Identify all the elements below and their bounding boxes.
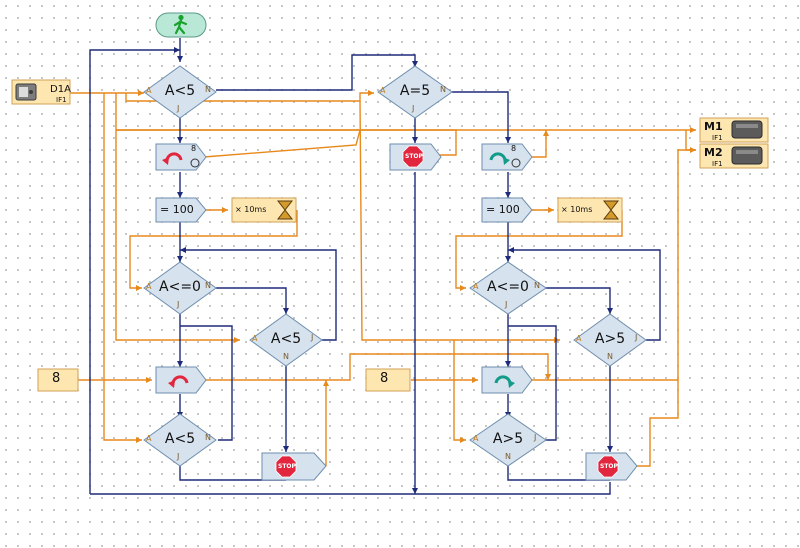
- branch-a-lt-5-bottom[interactable]: [143, 413, 217, 467]
- motor-m1-block[interactable]: [699, 117, 769, 143]
- motor-speed: 8: [511, 144, 517, 153]
- branch-label: A<5: [270, 331, 302, 347]
- input-interface: IF1: [56, 96, 67, 104]
- assignment-label: = 100: [160, 203, 194, 216]
- branch-port-yes: J: [534, 433, 537, 442]
- branch-port-a: A: [380, 86, 386, 95]
- branch-port-a: A: [146, 86, 152, 95]
- branch-port-no: N: [205, 85, 211, 94]
- branch-port-no: N: [607, 352, 613, 361]
- stop-sign-icon: [402, 145, 424, 168]
- input-d1a-block[interactable]: [11, 79, 71, 105]
- motor-icon: [731, 120, 763, 139]
- branch-label: A>5: [492, 431, 524, 447]
- timer-label: × 10ms: [235, 205, 267, 214]
- branch-label: A<5: [164, 431, 196, 447]
- motor-speed: 8: [191, 144, 197, 153]
- branch-a-eq-5[interactable]: [377, 65, 453, 119]
- gear-icon: [511, 158, 521, 168]
- branch-port-no: N: [440, 85, 446, 94]
- branch-port-yes: J: [177, 104, 180, 113]
- branch-port-yes: J: [505, 300, 508, 309]
- assignment-block-right[interactable]: [481, 197, 533, 223]
- constant-value: 8: [52, 371, 61, 386]
- constant-value: 8: [380, 371, 389, 386]
- branch-label: A<=0: [487, 279, 529, 295]
- branch-a-le-0-right[interactable]: [469, 261, 547, 315]
- branch-label: A=5: [399, 83, 431, 99]
- branch-port-a: A: [576, 334, 582, 343]
- branch-port-no: N: [205, 281, 211, 290]
- motor-m2-name: M2: [704, 146, 723, 159]
- motor-command-ccw-mid[interactable]: [155, 366, 207, 394]
- branch-port-a: A: [146, 434, 152, 443]
- stop-label: STOP: [278, 463, 296, 470]
- branch-label: A<5: [164, 83, 196, 99]
- branch-port-yes: J: [177, 300, 180, 309]
- branch-port-a: A: [473, 434, 479, 443]
- branch-port-yes: J: [311, 333, 314, 342]
- branch-label: A>5: [594, 331, 626, 347]
- branch-port-no: N: [505, 452, 511, 461]
- branch-label: A<=0: [159, 279, 201, 295]
- branch-a-lt-5-mid[interactable]: [249, 313, 323, 367]
- gear-icon: [190, 158, 200, 168]
- branch-port-no: N: [205, 433, 211, 442]
- motor-m2-block[interactable]: [699, 143, 769, 169]
- branch-port-no: N: [283, 352, 289, 361]
- hourglass-icon: [276, 200, 294, 220]
- branch-a-gt-5-mid[interactable]: [573, 313, 647, 367]
- stop-sign-icon: [597, 455, 619, 478]
- branch-port-a: A: [252, 334, 258, 343]
- stop-label: STOP: [600, 463, 618, 470]
- branch-port-a: A: [473, 282, 479, 291]
- traffic-light-green-man-icon: [173, 14, 188, 35]
- branch-a-lt-5-top[interactable]: [143, 65, 217, 119]
- data-wires: [70, 90, 696, 467]
- hourglass-icon: [602, 200, 620, 220]
- branch-a-gt-5-bottom[interactable]: [469, 413, 547, 467]
- assignment-block-left[interactable]: [155, 197, 207, 223]
- branch-port-no: N: [534, 281, 540, 290]
- stop-label: STOP: [405, 153, 423, 160]
- digital-input-icon: [15, 83, 37, 101]
- branch-port-a: A: [146, 282, 152, 291]
- motor-command-cw-top[interactable]: [481, 143, 533, 171]
- start-block[interactable]: [155, 12, 207, 38]
- branch-a-le-0-left[interactable]: [143, 261, 217, 315]
- branch-port-yes: J: [635, 333, 638, 342]
- branch-port-yes: J: [412, 104, 415, 113]
- motor-icon: [731, 146, 763, 165]
- constant-block-right[interactable]: [365, 368, 411, 392]
- input-name: D1A: [50, 84, 71, 95]
- motor-m2-interface: IF1: [712, 160, 723, 168]
- stop-sign-icon: [275, 455, 297, 478]
- assignment-label: = 100: [486, 203, 520, 216]
- timer-label: × 10ms: [561, 205, 593, 214]
- constant-block-left[interactable]: [37, 368, 79, 392]
- flow-lines: [89, 38, 661, 495]
- motor-m1-name: M1: [704, 120, 723, 133]
- branch-port-yes: J: [177, 452, 180, 461]
- motor-m1-interface: IF1: [712, 134, 723, 142]
